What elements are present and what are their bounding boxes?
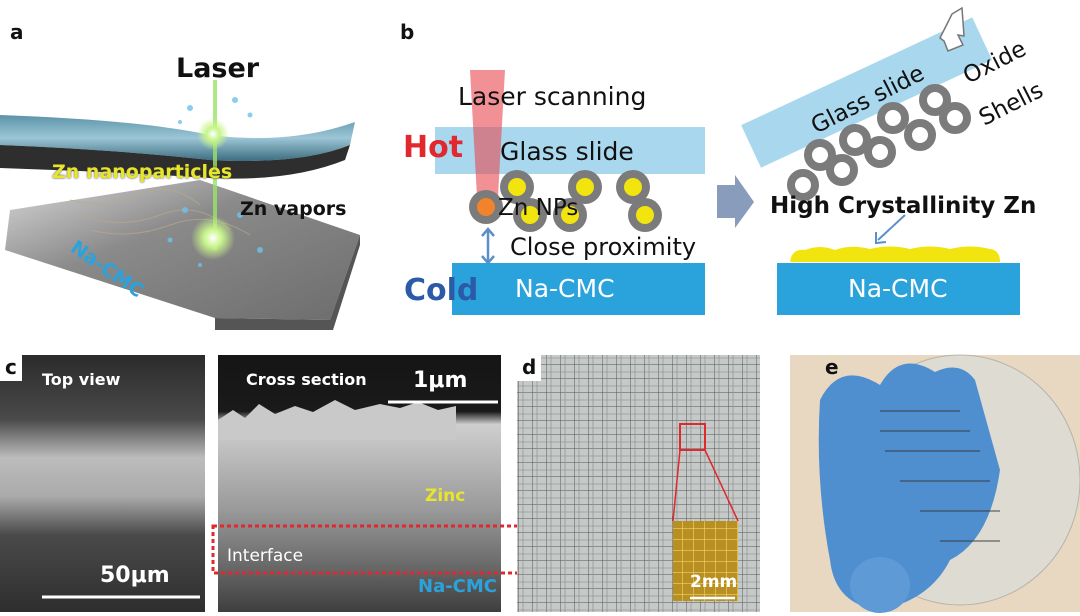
na-cmc-slab <box>5 180 360 320</box>
oxide-shells <box>787 84 971 201</box>
na-cmc-label-right: Na-CMC <box>848 274 948 303</box>
panel-label-a: a <box>10 20 24 44</box>
zoomed-electrode-image <box>673 521 738 601</box>
glass-slide-label: Glass slide <box>500 137 634 166</box>
cross-section-label: Cross section <box>246 370 367 389</box>
scale-1um-label: 1μm <box>413 368 468 393</box>
photo-gloved-hand <box>790 354 1080 613</box>
zinc-label: Zinc <box>425 486 466 506</box>
na-cmc-rect-right <box>777 263 1020 315</box>
laser-scanning-label: Laser scanning <box>458 82 647 111</box>
na-cmc-label-left: Na-CMC <box>515 274 615 303</box>
laser-beam <box>470 70 505 215</box>
close-proximity-label: Close proximity <box>510 233 697 261</box>
na-cmc-rect-left <box>452 263 705 315</box>
sem-cross-section <box>218 355 501 612</box>
panel-a-illustration <box>0 80 360 330</box>
high-crystallinity-label: High Crystallinity Zn <box>770 193 1037 219</box>
glass-slide <box>0 115 355 161</box>
zn-layer <box>790 246 1000 262</box>
zn-nanoparticles-label: Zn nanoparticles <box>52 161 233 183</box>
process-arrow-icon <box>717 175 754 228</box>
glass-slide-tilted <box>741 17 993 168</box>
panel-b-result <box>741 6 1020 315</box>
panel-label-b: b <box>400 20 415 44</box>
zn-nps-label: Zn NPs <box>498 195 579 221</box>
hot-label: Hot <box>403 130 464 165</box>
double-arrow-icon <box>481 227 495 265</box>
interface-label: Interface <box>227 546 304 566</box>
sem-top-view <box>0 355 205 612</box>
zoom-region-box <box>679 423 706 451</box>
lift-arrow-icon <box>939 6 965 52</box>
panel-label-c: c <box>0 355 22 381</box>
na-cmc-label-c: Na-CMC <box>418 576 498 597</box>
top-view-label: Top view <box>42 370 121 389</box>
panel-b-schematic <box>435 70 754 315</box>
zn-nanoparticles <box>469 170 662 232</box>
cold-label: Cold <box>404 273 479 308</box>
panel-label-d: d <box>517 355 542 381</box>
scale-2mm-label: 2mm <box>690 572 738 592</box>
laser-label: Laser <box>176 53 260 84</box>
scale-50um-label: 50μm <box>100 563 170 588</box>
zn-vapors-label: Zn vapors <box>240 198 347 220</box>
panel-label-e: e <box>825 355 839 379</box>
